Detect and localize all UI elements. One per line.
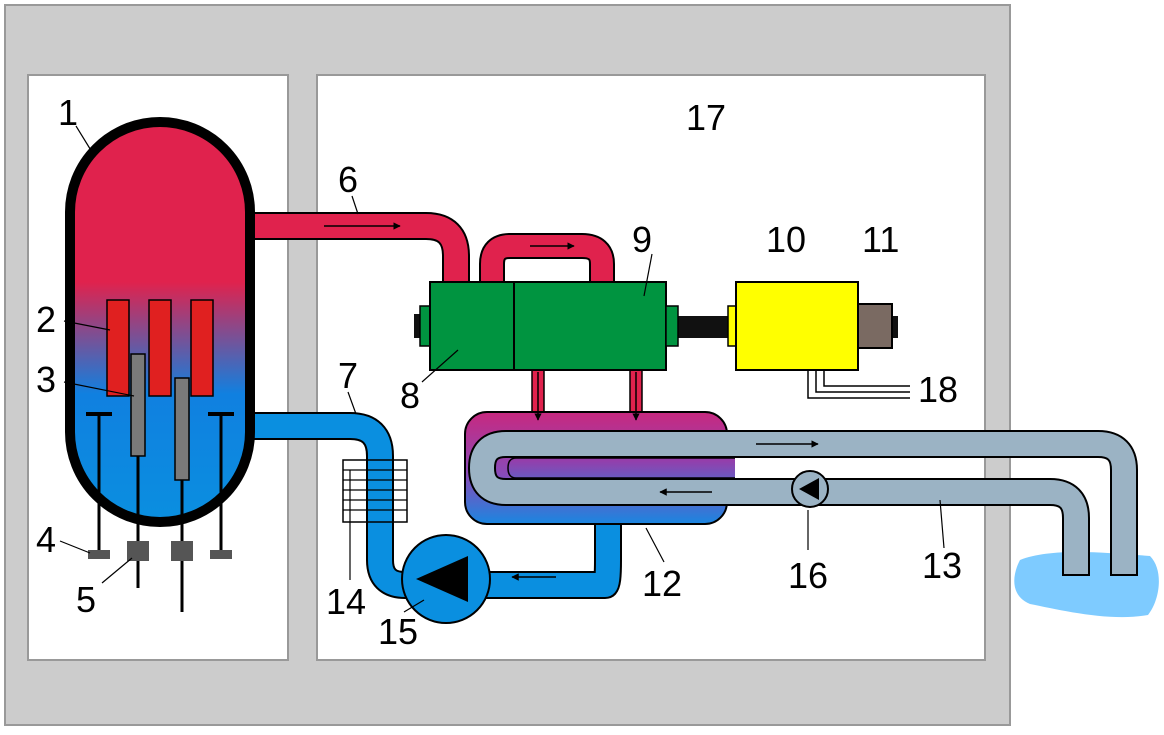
label-8: 8 [400, 375, 420, 416]
label-14: 14 [326, 581, 366, 622]
power-line-2 [815, 370, 910, 393]
label-15: 15 [378, 611, 418, 652]
control-rod-drive-2 [171, 541, 193, 561]
exciter [857, 303, 893, 349]
leader-1 [75, 125, 93, 153]
leader-13 [939, 499, 945, 549]
leader-6 [351, 195, 359, 215]
label-5: 5 [76, 579, 96, 620]
power-line-1 [807, 370, 910, 399]
cooling-water-loop [469, 432, 1136, 575]
leader-8 [421, 349, 459, 383]
label-17: 17 [686, 97, 726, 138]
high-pressure-turbine [429, 281, 515, 371]
turbine-coupling-right [665, 305, 679, 347]
leader-2 [63, 320, 111, 331]
generator [735, 281, 859, 371]
label-4: 4 [36, 519, 56, 560]
label-11: 11 [862, 219, 899, 260]
feedwater-pump-arrow-icon [416, 556, 468, 602]
label-18: 18 [918, 369, 958, 410]
feedwater-preheater [342, 459, 408, 523]
turbine-shaft [676, 316, 730, 338]
leader-9 [643, 253, 653, 297]
label-1: 1 [58, 92, 78, 133]
leader-12 [645, 527, 665, 563]
turbine-shaft-end [414, 314, 422, 338]
circulation-pump-motor-right [210, 550, 232, 559]
leader-5 [101, 557, 133, 584]
label-12: 12 [642, 563, 682, 604]
feedwater-pipe-fill [240, 414, 620, 597]
label-3: 3 [36, 359, 56, 400]
leader-4 [59, 540, 91, 554]
fuel-element-1 [106, 299, 130, 397]
leader-7 [347, 391, 357, 415]
control-rod-1 [130, 353, 146, 457]
leader-15 [403, 599, 425, 613]
label-10: 10 [766, 219, 806, 260]
label-6: 6 [338, 159, 358, 200]
label-16: 16 [788, 555, 828, 596]
circulation-pump-motor-left [88, 550, 110, 559]
low-pressure-turbine [513, 281, 667, 371]
condenser-tube-bundle [507, 457, 735, 479]
fuel-element-3 [190, 299, 214, 397]
main-steam-pipe-fill [240, 214, 468, 290]
control-rod-2 [174, 377, 190, 481]
cooling-water-pump-arrow-icon [799, 478, 819, 500]
generator-shaft-end [890, 316, 898, 338]
label-13: 13 [922, 545, 962, 586]
power-line-3 [823, 370, 910, 387]
fuel-element-2 [148, 299, 172, 397]
leader-3 [63, 381, 135, 397]
label-9: 9 [632, 219, 652, 260]
control-rod-drive-1 [127, 541, 149, 561]
label-2: 2 [36, 299, 56, 340]
label-7: 7 [338, 355, 358, 396]
